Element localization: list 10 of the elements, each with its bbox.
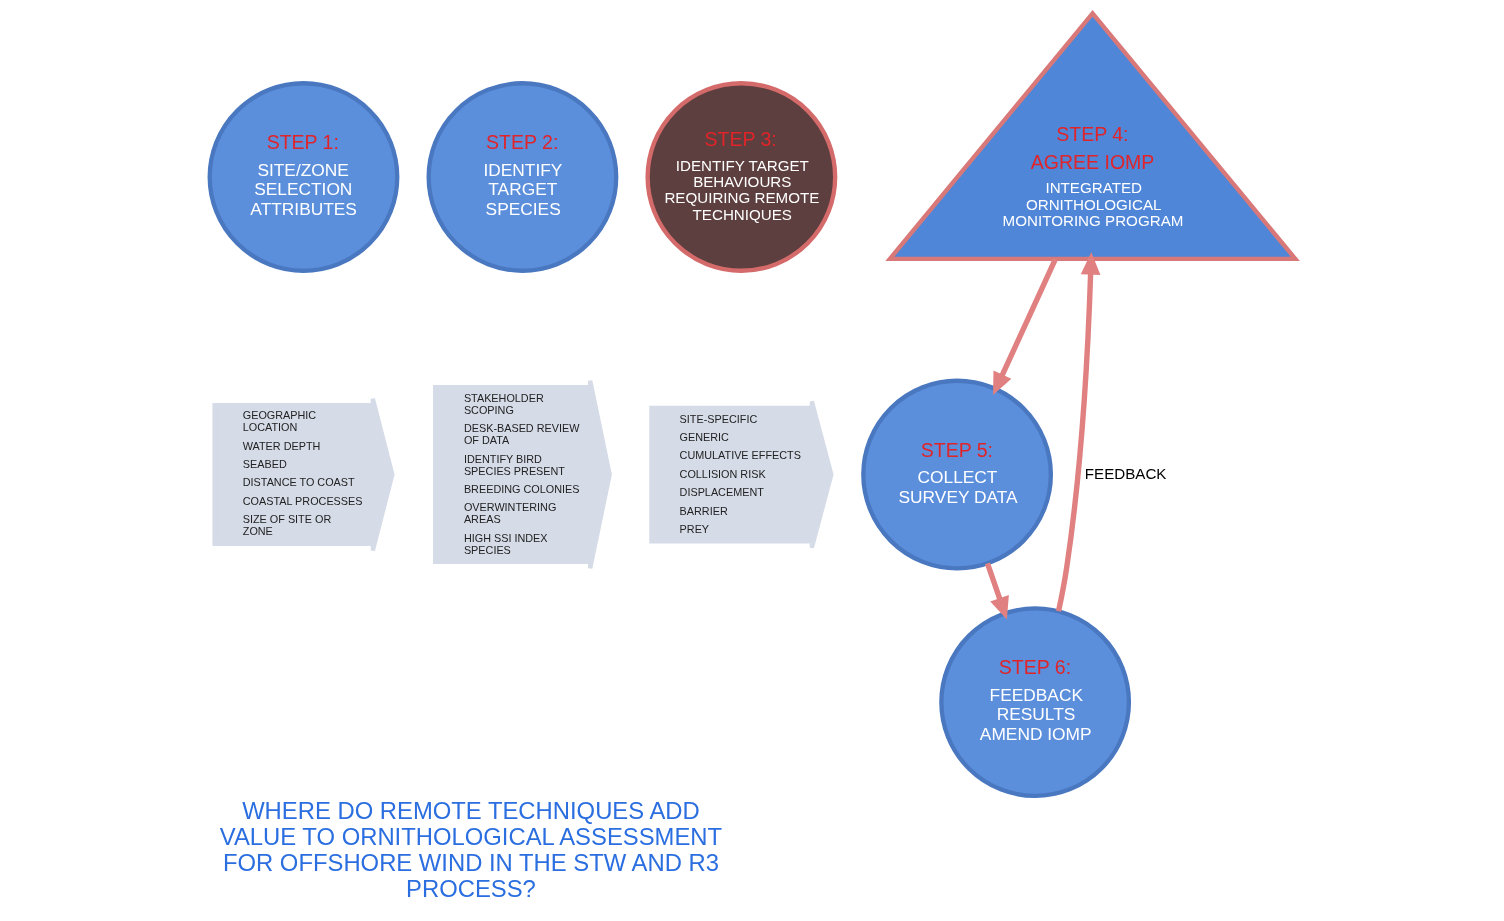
arrow <box>984 562 1009 620</box>
edge-label: FEEDBACK <box>1084 464 1166 482</box>
node-circle: STEP 3: IDENTIFY TARGET BEHAVIOURS REQUIRING REMOTE TECHNIQUES <box>644 80 837 273</box>
arrow <box>992 257 1058 395</box>
arrow <box>1055 251 1100 612</box>
node-circle: STEP 2: IDENTIFY TARGET SPECIES <box>426 80 618 273</box>
node-circle: STEP 1: SITE/ZONE SELECTION ATTRIBUTES <box>207 80 399 273</box>
diagram-title: WHERE DO REMOTE TECHNIQUES ADD VALUE TO ORNITHOLOGICAL ASSESSMENT FOR OFFSHORE WIND IN THE STW AND R3 PROCESS? <box>219 796 722 902</box>
node-circle: STEP 5: COLLECT SURVEY DATA <box>860 378 1053 570</box>
node-circle: STEP 6: FEEDBACK RESULTS AMEND IOMP <box>938 605 1131 798</box>
